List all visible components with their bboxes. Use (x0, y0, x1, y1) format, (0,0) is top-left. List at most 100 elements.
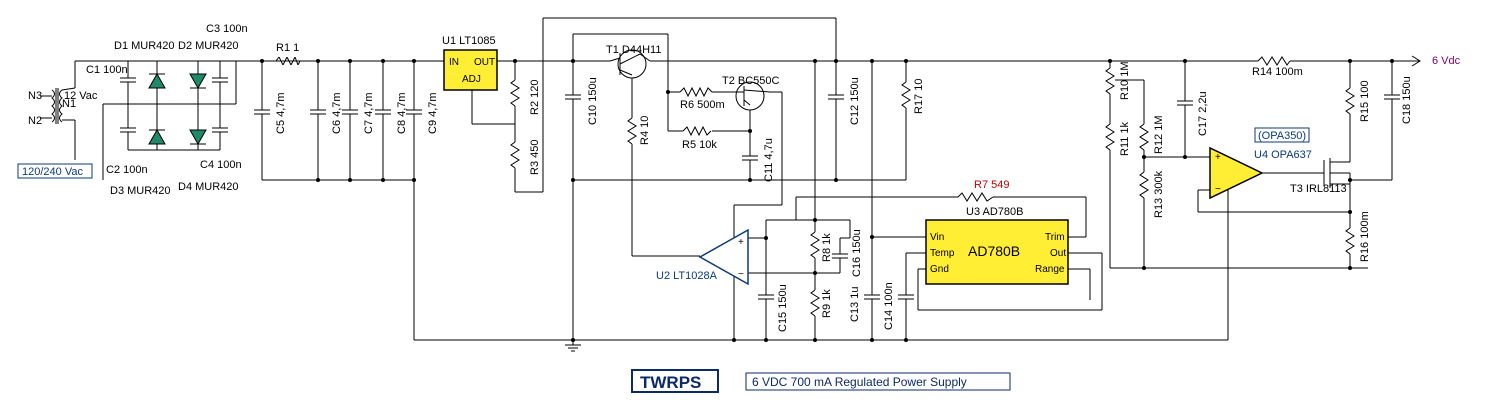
u3-pin-out: Out (1050, 248, 1066, 259)
u3-pin-temp: Temp (930, 248, 955, 259)
label-r12: R12 1M (1153, 115, 1165, 154)
capacitor-c17 (1177, 100, 1193, 106)
label-c18: C18 150u (1401, 76, 1413, 124)
label-r13: R13 300k (1153, 170, 1165, 218)
label-r4: R4 10 (639, 116, 651, 145)
opa350-label: (OPA350) (1258, 130, 1306, 142)
mains-label: 120/240 Vac (22, 166, 83, 178)
output-label: 6 Vdc (1432, 55, 1461, 67)
resistor-r8-r9 (810, 231, 820, 317)
label-u1-adj: ADJ (462, 74, 481, 85)
capacitor-c18 (1384, 94, 1400, 100)
transformer-n1 (40, 87, 76, 124)
label-u2: U2 LT1028A (656, 270, 718, 282)
u2-plus: + (738, 237, 744, 248)
u3-chip-name: AD780B (968, 243, 1020, 259)
label-c9: C9 4,7m (427, 92, 439, 134)
capacitor-c10 (565, 94, 581, 100)
u4-plus: + (1215, 152, 1221, 163)
label-c17: C17 2,2u (1197, 91, 1209, 136)
label-c7: C7 4,7m (363, 92, 375, 134)
transistor-t1 (609, 49, 651, 79)
opa350-box (1254, 127, 1310, 143)
label-n1: N1 (62, 98, 76, 110)
u3-pin-range: Range (1035, 264, 1065, 275)
bulk-capacitors (254, 109, 422, 115)
label-c14: C14 100n (883, 282, 895, 330)
capacitor-c12 (828, 94, 844, 100)
label-c6: C6 4,7m (331, 92, 343, 134)
label-r5: R5 10k (682, 139, 717, 151)
label-c12: C12 150u (849, 77, 861, 125)
transistor-t2 (730, 81, 771, 111)
label-r6: R6 500m (680, 99, 725, 111)
u2-minus: − (738, 269, 744, 280)
label-c5: C5 4,7m (275, 92, 287, 134)
junction-dots (260, 59, 1394, 342)
label-r16: R16 100m (1359, 211, 1371, 262)
label-r7: R7 549 (974, 179, 1009, 191)
resistor-r4 (627, 117, 637, 145)
label-r15: R15 100 (1359, 80, 1371, 122)
label-d2: D2 MUR420 (178, 40, 239, 52)
title-text: TWRPS (640, 373, 701, 392)
labels: N3 N2 N1 12 Vac 120/240 Vac C1 100n C2 1… (22, 23, 1461, 392)
label-u3: U3 AD780B (966, 206, 1023, 218)
label-r17: R17 10 (913, 79, 925, 114)
label-r14: R14 100m (1252, 66, 1303, 78)
capacitor-c11 (742, 155, 758, 161)
label-c10: C10 150u (587, 77, 599, 125)
mosfet-t3 (1323, 150, 1351, 190)
opamp-u2 (698, 228, 749, 286)
resistor-r6-r5 (679, 86, 713, 137)
label-c1: C1 100n (86, 64, 128, 76)
label-d3: D3 MUR420 (110, 185, 171, 197)
reference-u3 (925, 219, 1069, 285)
label-c8: C8 4,7m (396, 92, 408, 134)
label-r8: R8 1k (821, 233, 833, 262)
label-c3: C3 100n (206, 23, 248, 35)
label-d4: D4 MUR420 (178, 181, 239, 193)
label-r3: R3 450 (529, 140, 541, 175)
label-c13: C13 1u (849, 287, 861, 322)
resistor-r2-r3 (510, 79, 520, 169)
label-r10: R10 1M (1119, 61, 1131, 100)
resistor-r17 (901, 81, 911, 109)
label-c15: C15 150u (777, 284, 789, 332)
label-t3: T3 IRL8113 (1290, 183, 1347, 195)
label-u4: U4 OPA637 (1254, 149, 1312, 161)
label-r9: R9 1k (821, 289, 833, 318)
u4-minus: − (1215, 184, 1221, 195)
label-u1-out: OUT (474, 57, 495, 68)
wires (74, 17, 1420, 352)
u3-pin-vin: Vin (930, 232, 944, 243)
regulator-u1 (443, 49, 498, 91)
label-n2: N2 (28, 115, 42, 127)
u3-pin-trim: Trim (1045, 232, 1065, 243)
u3-pin-gnd: Gnd (930, 264, 949, 275)
label-u1-in: IN (449, 57, 459, 68)
subtitle-text: 6 VDC 700 mA Regulated Power Supply (752, 375, 967, 389)
label-n3: N3 (28, 90, 42, 102)
label-c2: C2 100n (106, 164, 148, 176)
label-c4: C4 100n (200, 159, 242, 171)
label-r2: R2 120 (529, 80, 541, 115)
label-d1: D1 MUR420 (114, 40, 175, 52)
title-box (631, 369, 719, 393)
resistors-r10-r13 (1105, 67, 1149, 199)
bridge-diodes (148, 72, 207, 146)
subtitle-box (745, 372, 1011, 391)
capacitors-c13-c16 (758, 237, 914, 300)
label-t2: T2 BC550C (722, 75, 780, 87)
label-12vac: 12 Vac (64, 90, 98, 102)
resistor-r7 (957, 192, 994, 202)
resistor-r14 (1257, 56, 1291, 66)
label-u1: U1 LT1085 (442, 35, 496, 47)
label-r1: R1 1 (276, 42, 299, 54)
mains-label-box (17, 163, 93, 179)
opamp-u4 (1209, 146, 1264, 200)
label-r11: R11 1k (1119, 121, 1131, 156)
resistors-r15-r16 (1345, 87, 1355, 255)
